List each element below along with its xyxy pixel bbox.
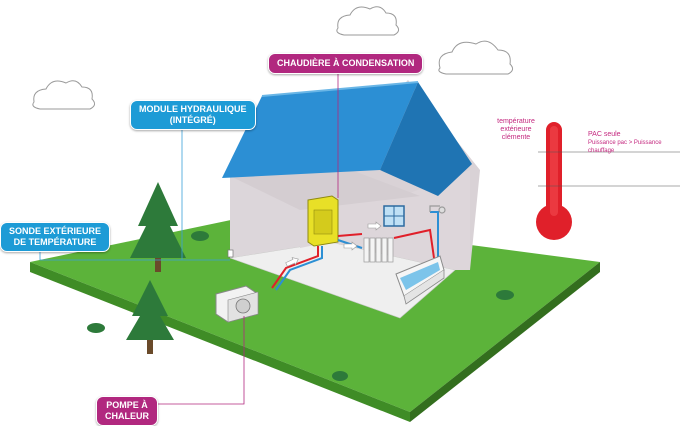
radiator-icon: [363, 237, 394, 263]
heating-pipes: [271, 211, 439, 291]
pompe-label-line2: CHALEUR: [105, 411, 149, 421]
lawn-edge: [30, 262, 410, 422]
cloud-icon: [336, 6, 400, 36]
module-label-line2: (INTÉGRÉ): [169, 115, 216, 125]
connector-lines: [39, 72, 339, 405]
sonde-label-line2: DE TEMPÉRATURE: [13, 237, 97, 247]
pompe-a-chaleur-label: POMPE À CHALEUR: [96, 396, 158, 426]
roof-ridge: [261, 81, 419, 97]
bushes: [87, 231, 514, 381]
bathtub-icon: [395, 255, 445, 305]
tree-icon: [126, 280, 174, 354]
thermometer-icon: [536, 122, 572, 240]
outdoor-sensor-icon: [227, 249, 234, 258]
roof-left: [222, 82, 418, 178]
sonde-exterieure-label: SONDE EXTÉRIEURE DE TEMPÉRATURE: [0, 222, 111, 252]
sonde-label-line1: SONDE EXTÉRIEURE: [9, 226, 102, 236]
temp-caption-line3: clémente: [501, 134, 531, 141]
boiler-icon: [307, 195, 339, 247]
cloud-icon: [32, 80, 96, 110]
temperature-caption: température extérieure clémente: [486, 118, 546, 142]
module-hydraulique-label: MODULE HYDRAULIQUE (INTÉGRÉ): [130, 100, 256, 130]
pac-seule-caption: PAC seule: [588, 131, 621, 138]
temp-caption-line2: extérieure: [500, 126, 532, 133]
cloud-icon: [438, 40, 514, 75]
heat-pump-unit-icon: [215, 285, 259, 323]
tree-icon: [130, 182, 186, 272]
module-label-line1: MODULE HYDRAULIQUE: [139, 104, 247, 114]
puissance-caption: Puissance pac > Puissance chauffage: [588, 140, 662, 154]
lawn-edge-right: [410, 262, 600, 422]
chaudiere-label: CHAUDIÈRE À CONDENSATION: [268, 53, 424, 74]
temp-caption-line1: température: [497, 118, 535, 125]
pompe-label-line1: POMPE À: [106, 400, 148, 410]
shower-icon: [429, 205, 446, 214]
flow-arrows: [285, 221, 382, 267]
roof-right: [380, 82, 472, 196]
window-icon: [383, 205, 405, 227]
